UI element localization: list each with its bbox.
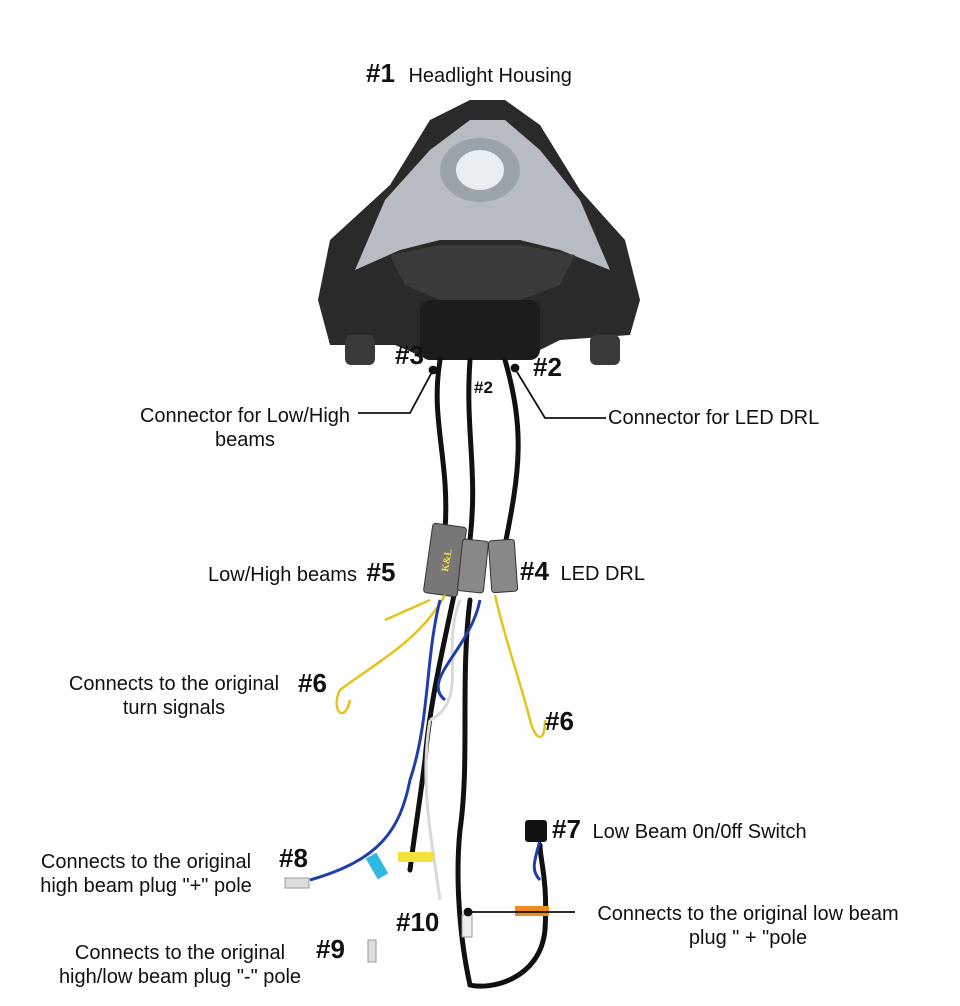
- number-6-left: #6: [298, 668, 327, 698]
- text-connector-low-high-1: Connector for Low/High: [139, 405, 351, 427]
- leader-lines: [358, 363, 606, 917]
- text-high-beam-plus-1: Connects to the original: [40, 851, 252, 873]
- text-headlight-housing: Headlight Housing: [408, 65, 572, 87]
- number-9: #9: [316, 934, 345, 964]
- text-low-beam-plus-1: Connects to the original low beam: [597, 903, 899, 925]
- label-high-beam-plus: Connects to the original high beam plug …: [26, 850, 266, 898]
- plug-minus: [367, 939, 377, 963]
- number-4: #4: [520, 556, 549, 586]
- label-low-beam-plus: Connects to the original low beam plug "…: [578, 902, 918, 950]
- black-harness: [407, 357, 549, 989]
- yellow-tag: [398, 852, 434, 862]
- headlight-housing: [318, 100, 640, 365]
- label-connector-low-high: Connector for Low/High beams: [120, 404, 370, 452]
- number-7: #7: [552, 814, 581, 844]
- text-minus-pole-1: Connects to the original: [74, 942, 286, 964]
- label-low-high-beams: Low/High beams #5: [208, 557, 396, 587]
- text-switch: Low Beam 0n/0ff Switch: [592, 821, 807, 843]
- text-connector-low-high-2: beams: [214, 429, 276, 451]
- text-turn-signals-1: Connects to the original: [68, 673, 280, 695]
- number-1: #1: [366, 58, 395, 88]
- text-led-drl: LED DRL: [560, 563, 645, 585]
- text-high-beam-plus-2: high beam plug "+" pole: [40, 875, 252, 897]
- label-switch: #7 Low Beam 0n/0ff Switch: [552, 814, 807, 844]
- number-8: #8: [279, 843, 308, 873]
- text-low-beam-plus-2: plug " + "pole: [688, 927, 808, 949]
- switch-body: [525, 820, 547, 842]
- text-turn-signals-2: turn signals: [122, 697, 226, 719]
- cyan-tag: [365, 852, 389, 880]
- text-minus-pole-2: high/low beam plug "-" pole: [58, 966, 302, 988]
- label-turn-signals: Connects to the original turn signals: [54, 672, 294, 720]
- number-10: #10: [396, 907, 440, 937]
- label-led-drl: #4 LED DRL: [520, 556, 645, 586]
- text-low-high-beams: Low/High beams: [208, 564, 357, 586]
- label-minus-pole: Connects to the original high/low beam p…: [55, 941, 305, 989]
- number-2: #2: [533, 352, 562, 382]
- blue-white-wires: [309, 599, 542, 901]
- yellow-wires: [335, 594, 547, 739]
- number-2-small: #2: [474, 378, 493, 397]
- number-5: #5: [366, 557, 396, 587]
- number-3: #3: [395, 340, 424, 370]
- number-6-right: #6: [545, 706, 574, 736]
- plug-low-plus: [461, 914, 473, 938]
- orange-tag: [515, 906, 549, 916]
- label-connector-drl: Connector for LED DRL: [608, 407, 820, 429]
- plug-high-plus: [284, 877, 310, 889]
- label-headlight-housing: #1 Headlight Housing: [366, 58, 572, 88]
- ballast-group: [423, 522, 519, 598]
